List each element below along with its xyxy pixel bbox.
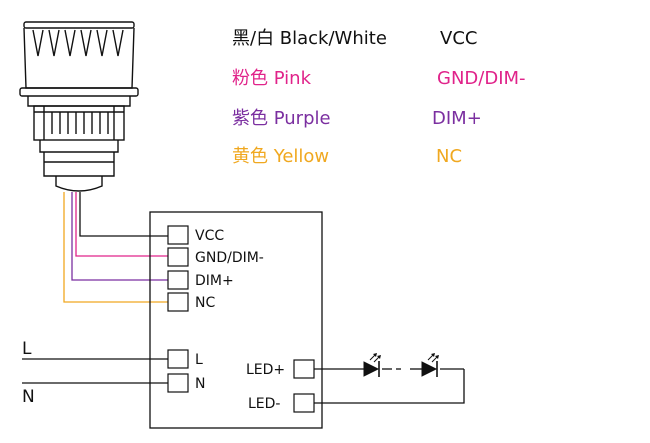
sensor-cap-grooves <box>32 29 124 57</box>
led-icon <box>421 353 439 377</box>
terminal-n-label: N <box>195 376 205 392</box>
terminal-led-minus-label: LED- <box>248 396 280 412</box>
wire-pink-gnd-dim <box>75 192 168 257</box>
sensor-base-ring <box>19 87 139 97</box>
legend-black-signal: VCC <box>440 28 477 49</box>
driver-box <box>149 211 323 429</box>
legend-yellow-label: 黄色 Yellow <box>232 146 329 167</box>
terminal-led-minus <box>293 393 315 413</box>
terminal-l-label: L <box>195 352 203 368</box>
terminal-led-plus-label: LED+ <box>246 362 285 378</box>
mains-wires <box>22 358 168 384</box>
terminal-dim-plus-label: DIM+ <box>195 273 234 289</box>
driver-terminals <box>167 225 315 413</box>
terminal-nc-label: NC <box>195 295 215 311</box>
terminal-vcc-label: VCC <box>195 228 224 244</box>
led-icon <box>363 353 381 377</box>
wire-black-vcc <box>79 192 168 237</box>
terminal-nc <box>167 292 189 312</box>
terminal-gnd-dim-label: GND/DIM- <box>195 250 264 266</box>
led-circuit <box>314 368 465 404</box>
mains-line-label: L <box>22 339 32 359</box>
led-return-wire <box>314 369 465 404</box>
sensor-gland-tip <box>55 176 103 192</box>
terminal-l <box>167 349 189 369</box>
sensor-base-lip <box>27 96 131 107</box>
sensor-wires <box>63 192 168 303</box>
terminal-vcc <box>167 225 189 245</box>
sensor-cap-top <box>23 21 135 29</box>
wire-legend: 黑/白 Black/White VCC 粉色 Pink GND/DIM- 紫色 … <box>232 28 526 167</box>
legend-black-label: 黑/白 Black/White <box>232 28 387 49</box>
sensor-cap-body <box>23 27 135 89</box>
legend-purple-label: 紫色 Purple <box>232 108 331 129</box>
sensor-gland-top <box>39 140 119 153</box>
wire-yellow-nc <box>63 192 168 303</box>
terminal-gnd-dim <box>167 247 189 267</box>
terminal-led-plus <box>293 359 315 379</box>
sensor-connector <box>19 21 139 192</box>
sensor-nut <box>33 105 125 141</box>
legend-purple-signal: DIM+ <box>432 108 482 129</box>
mains-neutral-label: N <box>22 387 35 407</box>
legend-pink-signal: GND/DIM- <box>437 68 526 89</box>
legend-yellow-signal: NC <box>436 146 462 167</box>
wire-purple-dim-plus <box>71 192 168 281</box>
terminal-n <box>167 373 189 393</box>
terminal-dim-plus <box>167 270 189 290</box>
sensor-nut-ridges <box>34 106 124 140</box>
sensor-gland-body <box>43 152 115 177</box>
legend-pink-label: 粉色 Pink <box>232 68 312 89</box>
